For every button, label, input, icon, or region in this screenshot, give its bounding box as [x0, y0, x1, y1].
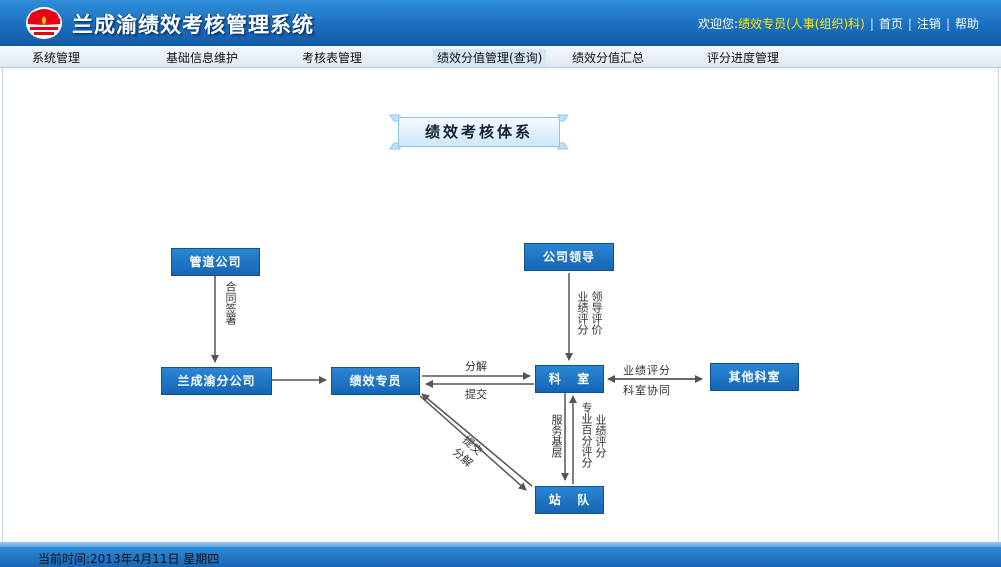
app-title: 兰成渝绩效考核管理系统: [72, 13, 314, 37]
edge-label-performance-score-vertical: 业绩评分: [594, 414, 607, 458]
edge-label-contract: 合同签署: [224, 281, 237, 325]
menu-system-management[interactable]: 系统管理: [32, 51, 81, 65]
node-pipeline-company: 管道公司: [171, 248, 260, 276]
edge-label-leader-score: 业绩评分: [576, 291, 589, 335]
menu-progress[interactable]: 评分进度管理: [707, 51, 780, 65]
separator: |: [907, 17, 912, 31]
node-other-departments: 其他科室: [710, 363, 799, 391]
help-link[interactable]: 帮助: [954, 17, 979, 31]
edge-label-submit: 提交: [465, 388, 487, 401]
node-department: 科 室: [535, 365, 604, 393]
top-header: 兰成渝绩效考核管理系统 欢迎您:绩效专员(人事(组织)科) | 首页 | 注销 | 帮助: [0, 0, 1001, 46]
menu-basic-info[interactable]: 基础信息维护: [166, 51, 239, 65]
edge-label-performance-score: 业绩评分: [623, 364, 671, 377]
welcome-label: 欢迎您:: [698, 17, 739, 31]
edge-label-decompose: 分解: [465, 360, 487, 373]
diagram-title-banner: 绩效考核体系: [388, 111, 570, 153]
edge-label-leader-eval: 领导评价: [590, 291, 603, 335]
menu-score-query[interactable]: 绩效分值管理(查询): [433, 49, 547, 66]
menu-assessment-forms[interactable]: 考核表管理: [302, 51, 363, 65]
edge-label-department-coop: 科室协同: [623, 384, 671, 397]
home-link[interactable]: 首页: [878, 17, 903, 31]
current-time: 当前时间:2013年4月11日 星期四: [38, 552, 220, 566]
petrochina-logo-icon: [24, 5, 64, 41]
main-menu: 系统管理 基础信息维护 考核表管理 绩效分值管理(查询) 绩效分值汇总 评分进度…: [0, 46, 1001, 68]
separator: |: [869, 17, 874, 31]
footer-divider: [0, 542, 1001, 547]
node-performance-specialist: 绩效专员: [331, 367, 420, 395]
logout-link[interactable]: 注销: [916, 17, 941, 31]
separator: |: [945, 17, 950, 31]
edge-label-serve-grassroots: 服务基层: [550, 414, 563, 458]
node-station: 站 队: [535, 486, 604, 514]
user-name: 绩效专员(人事(组织)科): [738, 17, 865, 31]
user-area: 欢迎您:绩效专员(人事(组织)科) | 首页 | 注销 | 帮助: [698, 15, 979, 32]
diagram-title: 绩效考核体系: [398, 117, 560, 147]
menu-score-summary[interactable]: 绩效分值汇总: [572, 51, 645, 65]
edge-label-professional-score: 专业百分评分: [580, 402, 593, 468]
node-company-leaders: 公司领导: [524, 243, 614, 271]
status-bar: 当前时间:2013年4月11日 星期四: [0, 547, 1001, 567]
node-branch-company: 兰成渝分公司: [161, 367, 272, 395]
